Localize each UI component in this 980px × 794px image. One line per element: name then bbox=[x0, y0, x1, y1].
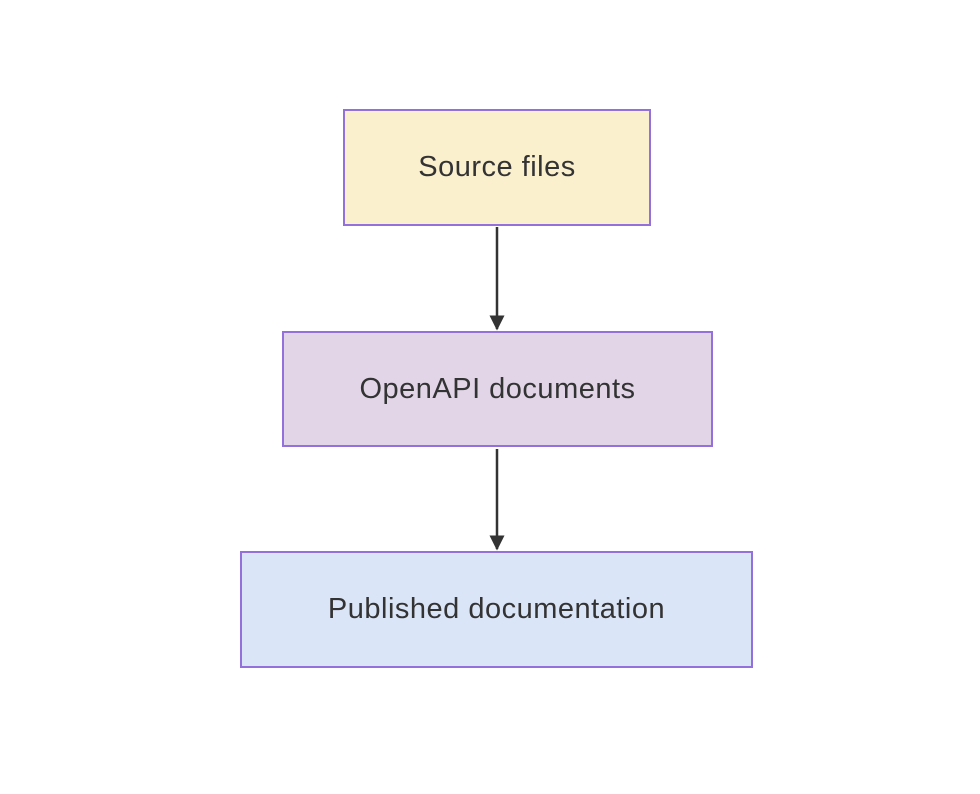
node-openapi-documents-label: OpenAPI documents bbox=[359, 372, 636, 405]
node-source-files-label: Source files bbox=[418, 151, 576, 183]
node-published-documentation-label: Published documentation bbox=[327, 593, 666, 625]
node-openapi-documents: OpenAPI documents bbox=[282, 331, 713, 447]
node-published-documentation: Published documentation bbox=[240, 551, 753, 668]
node-source-files: Source files bbox=[343, 109, 651, 226]
